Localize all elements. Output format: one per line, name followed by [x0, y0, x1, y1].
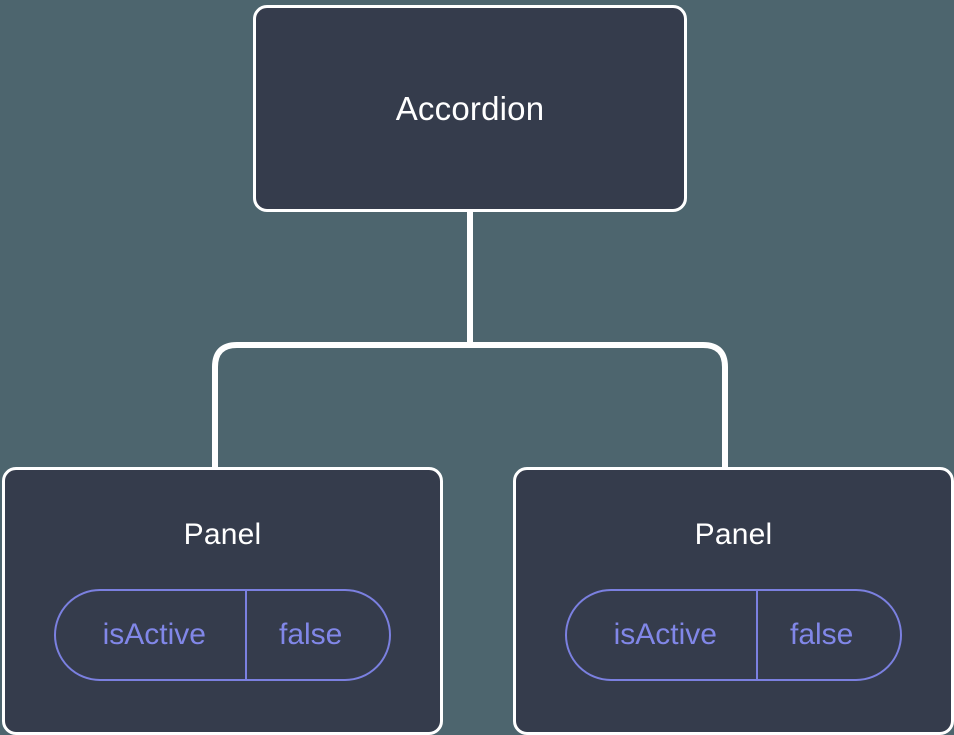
prop-pill-isactive-1[interactable]: isActive false	[53, 589, 392, 681]
prop-key-2: isActive	[613, 618, 717, 651]
node-panel-2-label: Panel	[694, 518, 773, 551]
prop-pill-isactive-2[interactable]: isActive false	[564, 589, 903, 681]
prop-value-2: false	[755, 591, 900, 679]
node-accordion-label: Accordion	[395, 90, 545, 127]
edge-branch-bus	[212, 342, 728, 469]
node-panel-1-label: Panel	[183, 518, 262, 551]
prop-value-1: false	[244, 591, 389, 679]
prop-key-1: isActive	[102, 618, 206, 651]
node-panel-1-props: isActive false	[5, 589, 440, 681]
node-accordion[interactable]: Accordion	[253, 5, 687, 212]
node-panel-2[interactable]: Panel isActive false	[513, 467, 954, 735]
node-panel-1[interactable]: Panel isActive false	[2, 467, 443, 735]
node-panel-2-props: isActive false	[516, 589, 951, 681]
